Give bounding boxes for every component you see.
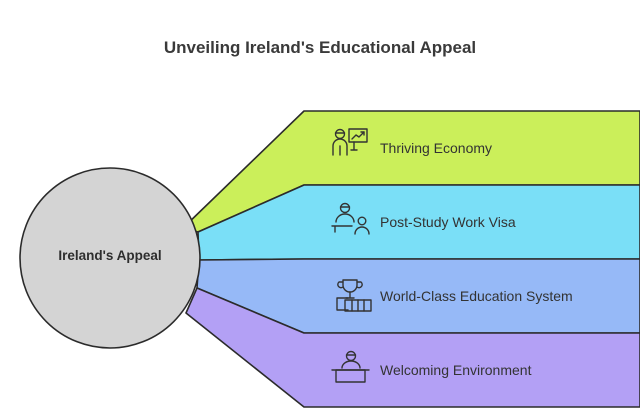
band-welcoming-environment (185, 287, 640, 408)
work-visa-icon (331, 202, 370, 235)
item-label-welcoming-environment: Welcoming Environment (380, 362, 532, 378)
item-label-world-class-education: World-Class Education System (380, 288, 573, 304)
item-label-post-study-work-visa: Post-Study Work Visa (380, 214, 516, 230)
hub-label: Ireland's Appeal (58, 248, 162, 263)
trophy-books-icon (336, 279, 372, 312)
hub-circle (19, 167, 201, 349)
welcoming-desk-icon (331, 350, 370, 383)
economy-chart-icon (332, 128, 368, 156)
item-label-thriving-economy: Thriving Economy (380, 140, 493, 156)
diagram-title: Unveiling Ireland's Educational Appeal (163, 38, 477, 57)
